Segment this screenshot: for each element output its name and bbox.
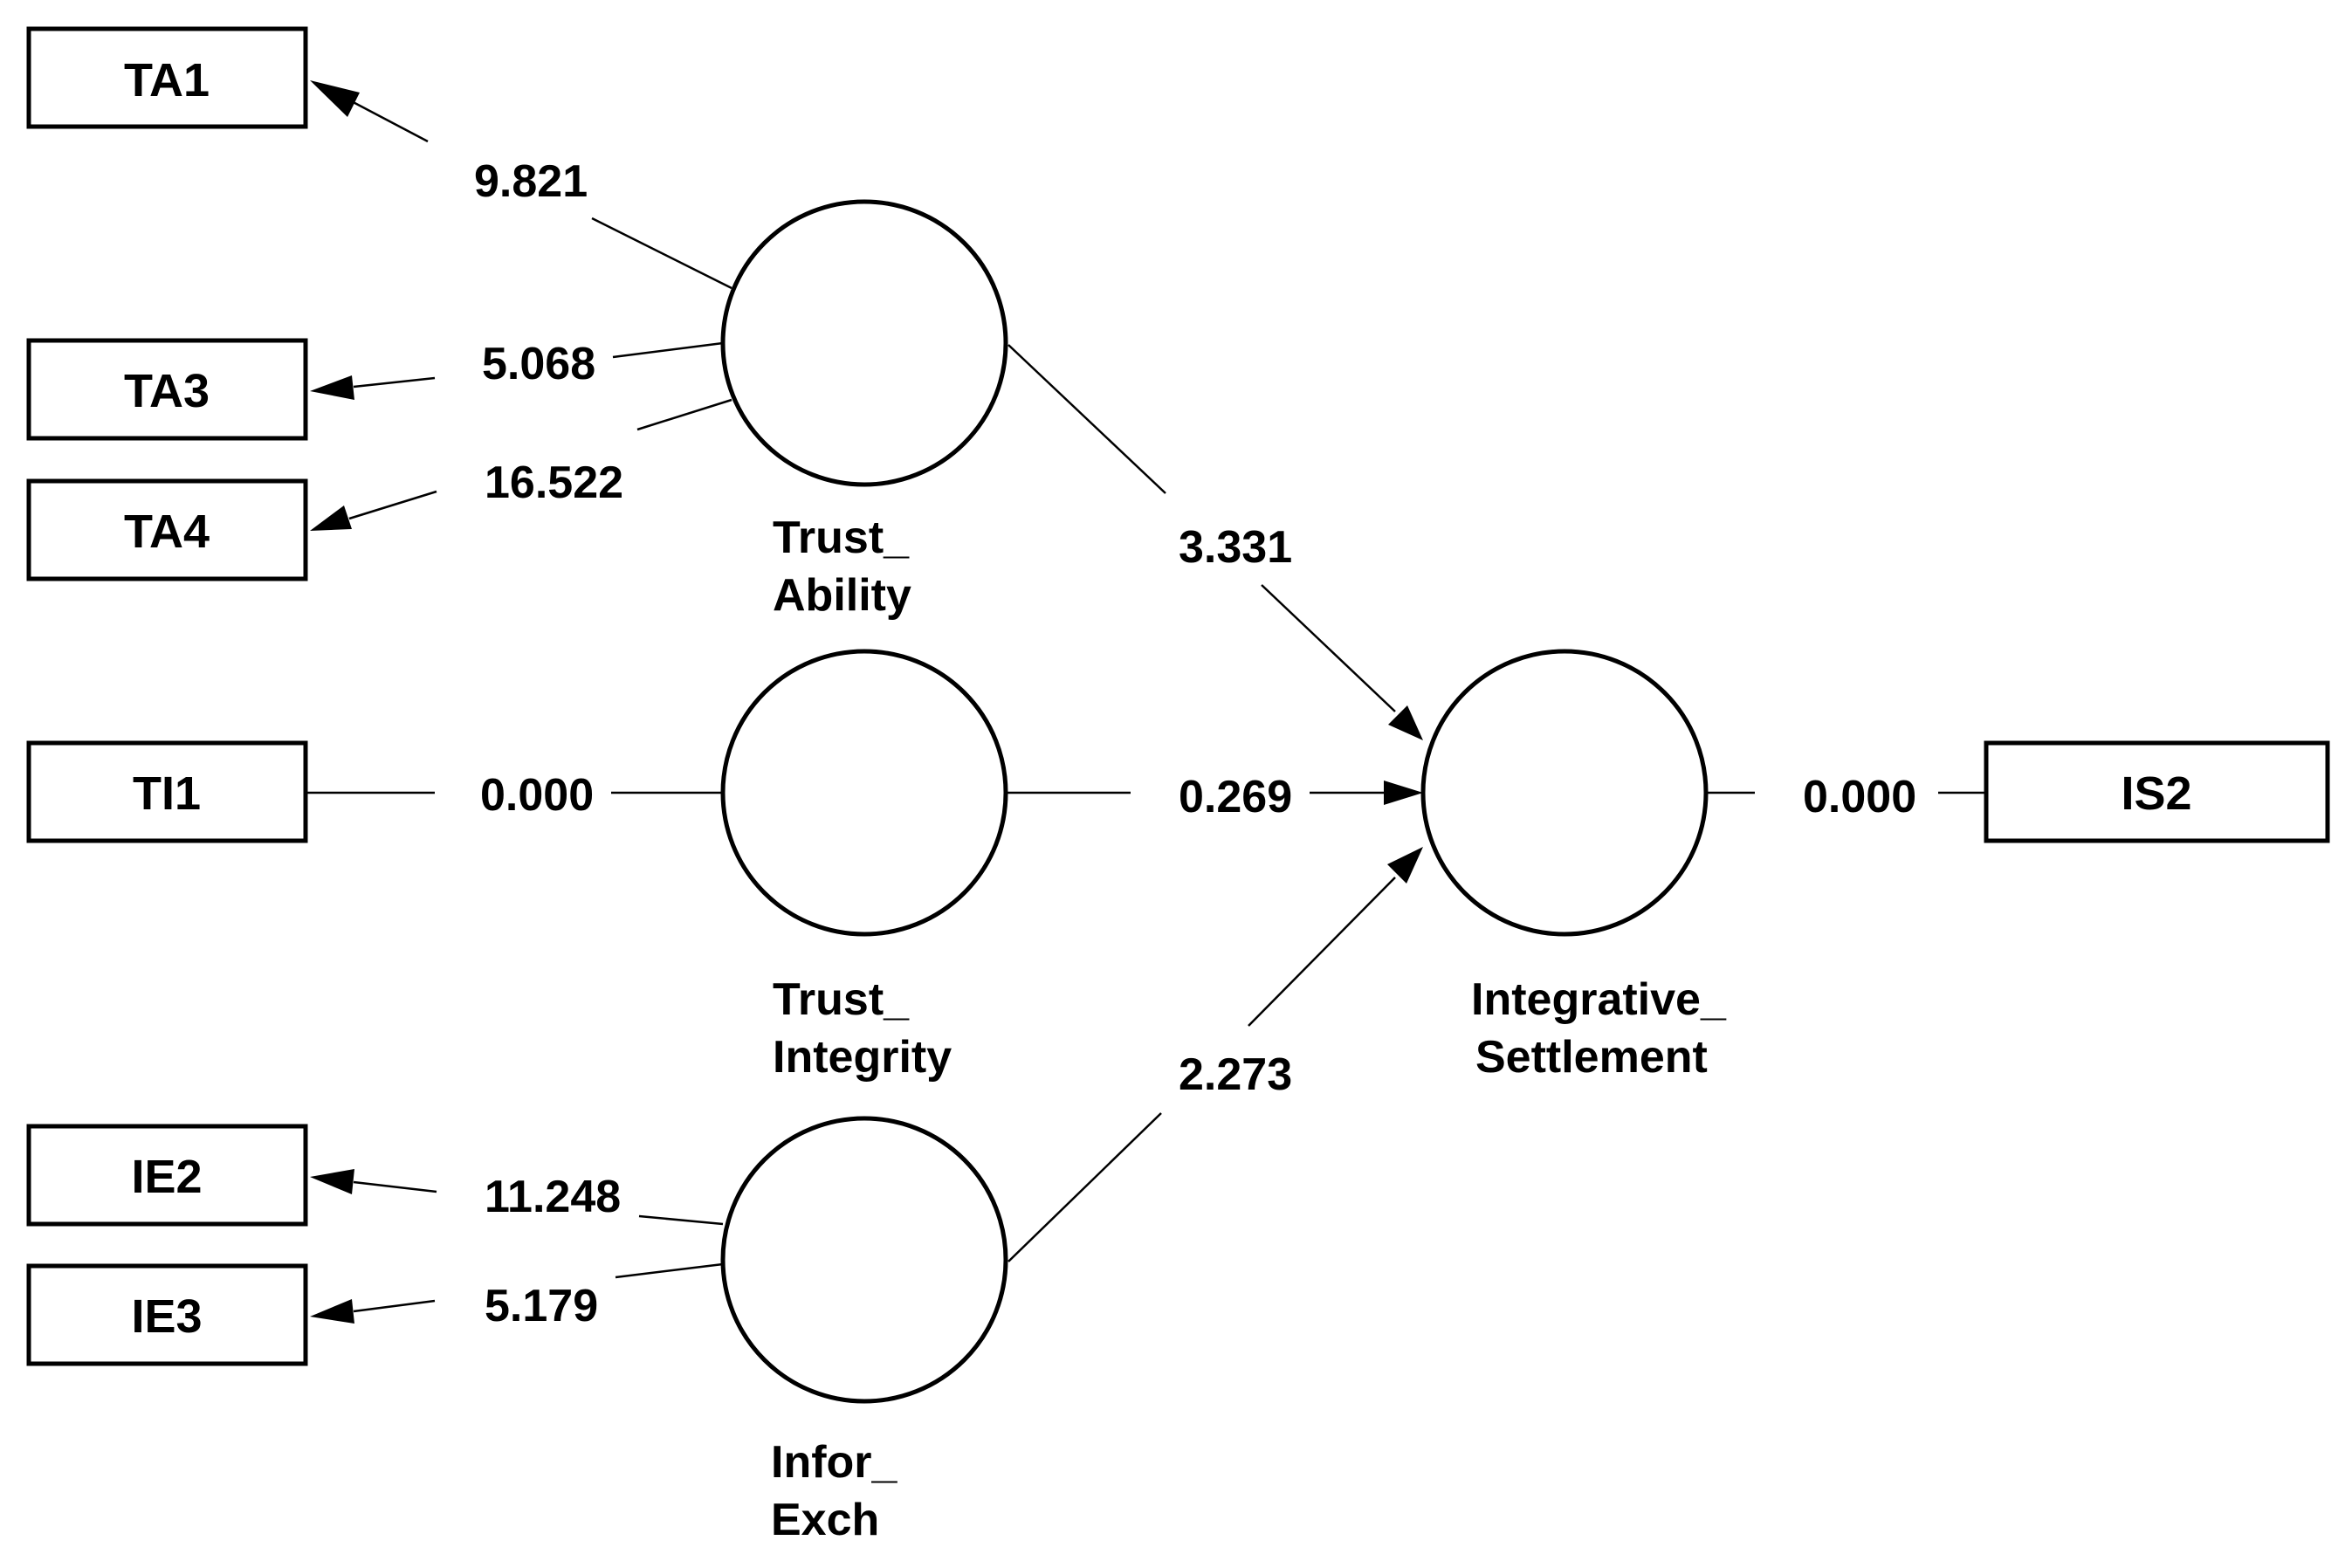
edge-ability-ta3-a xyxy=(612,341,724,359)
infor-exch-label: Infor_ Exch xyxy=(771,1437,910,1545)
loading-ta3: 5.068 xyxy=(482,339,595,389)
edge-infor-ie2-b xyxy=(353,1180,437,1193)
infor-exch-label-line2: Exch xyxy=(771,1495,879,1545)
trust-ability-label: Trust_ Ability xyxy=(773,512,922,621)
construct-trust-integrity xyxy=(720,649,1008,937)
infor-exch-label-line1: Infor_ xyxy=(771,1437,898,1488)
arrowhead-infor-settlement xyxy=(1387,847,1423,884)
construct-labels: Trust_ Ability Trust_ Integrity Infor_ E… xyxy=(771,512,1738,1545)
edge-ability-ta1-a xyxy=(591,217,732,290)
construct-trust-ability xyxy=(720,199,1008,487)
arrowhead-ta3 xyxy=(310,375,354,400)
indicator-ta1: TA1 xyxy=(26,26,308,129)
indicator-ta1-label: TA1 xyxy=(124,54,210,107)
indicator-ie3: IE3 xyxy=(26,1263,308,1366)
edge-ability-ta4-b xyxy=(348,490,437,520)
edge-infor-settlement-a xyxy=(1008,1112,1162,1262)
edge-ability-ta4-a xyxy=(636,398,732,431)
arrowhead-ta4 xyxy=(310,505,352,531)
edge-labels: 9.821 5.068 16.522 0.000 11.248 5.179 3.… xyxy=(474,156,1916,1331)
loading-ie3: 5.179 xyxy=(485,1281,598,1331)
integrative-settlement-label-line1: Integrative_ xyxy=(1471,974,1727,1025)
indicator-boxes: TA1 TA3 TA4 TI1 IE2 IE3 IS2 xyxy=(26,26,2330,1366)
indicator-ta4-label: TA4 xyxy=(124,505,210,558)
loading-is2: 0.000 xyxy=(1803,772,1916,822)
arrowhead-ie3 xyxy=(310,1299,354,1324)
edge-ability-ta3-b xyxy=(353,376,436,389)
integrative-settlement-label: Integrative_ Settlement xyxy=(1471,974,1738,1083)
construct-infor-exch xyxy=(720,1116,1008,1404)
loading-ta1: 9.821 xyxy=(474,156,588,207)
edge-infor-ie2-a xyxy=(638,1214,724,1226)
trust-integrity-label-line2: Integrity xyxy=(773,1032,952,1083)
edge-ability-settlement-a xyxy=(1008,344,1166,494)
edge-infor-ie3-a xyxy=(615,1262,724,1279)
indicator-ti1-label: TI1 xyxy=(133,767,201,820)
construct-circles xyxy=(720,199,1709,1404)
trust-ability-label-line2: Ability xyxy=(773,570,911,621)
indicator-ta4: TA4 xyxy=(26,478,308,581)
edges xyxy=(306,96,1986,1313)
trust-ability-label-line1: Trust_ xyxy=(773,512,910,563)
indicator-ie3-label: IE3 xyxy=(131,1290,202,1343)
arrowhead-ta1 xyxy=(310,80,360,117)
arrowheads xyxy=(310,80,1423,1324)
indicator-ie2: IE2 xyxy=(26,1124,308,1227)
loading-ta4: 16.522 xyxy=(485,457,623,508)
path-ability-settlement: 3.331 xyxy=(1179,522,1292,573)
trust-integrity-label: Trust_ Integrity xyxy=(773,974,952,1083)
integrative-settlement-label-line2: Settlement xyxy=(1475,1032,1708,1083)
construct-integrative-settlement xyxy=(1420,649,1709,937)
edge-infor-ie3-b xyxy=(353,1299,436,1313)
arrowhead-ability-settlement xyxy=(1388,705,1423,740)
arrowhead-integrity-settlement xyxy=(1384,781,1423,805)
path-infor-settlement: 2.273 xyxy=(1179,1049,1292,1100)
indicator-is2: IS2 xyxy=(1984,740,2330,843)
loading-ie2: 11.248 xyxy=(485,1172,621,1222)
indicator-ti1: TI1 xyxy=(26,740,308,843)
trust-integrity-label-line1: Trust_ xyxy=(773,974,910,1025)
edge-infor-settlement-b xyxy=(1248,877,1396,1027)
loading-ti1: 0.000 xyxy=(480,770,594,821)
edge-ability-ta1-b xyxy=(344,96,429,143)
indicator-ta3: TA3 xyxy=(26,338,308,441)
indicator-ta3-label: TA3 xyxy=(124,365,210,417)
path-integrity-settlement: 0.269 xyxy=(1179,772,1292,822)
indicator-is2-label: IS2 xyxy=(2121,767,2191,820)
arrowhead-ie2 xyxy=(310,1169,354,1194)
edge-ability-settlement-b xyxy=(1261,584,1396,712)
indicator-ie2-label: IE2 xyxy=(131,1151,202,1203)
